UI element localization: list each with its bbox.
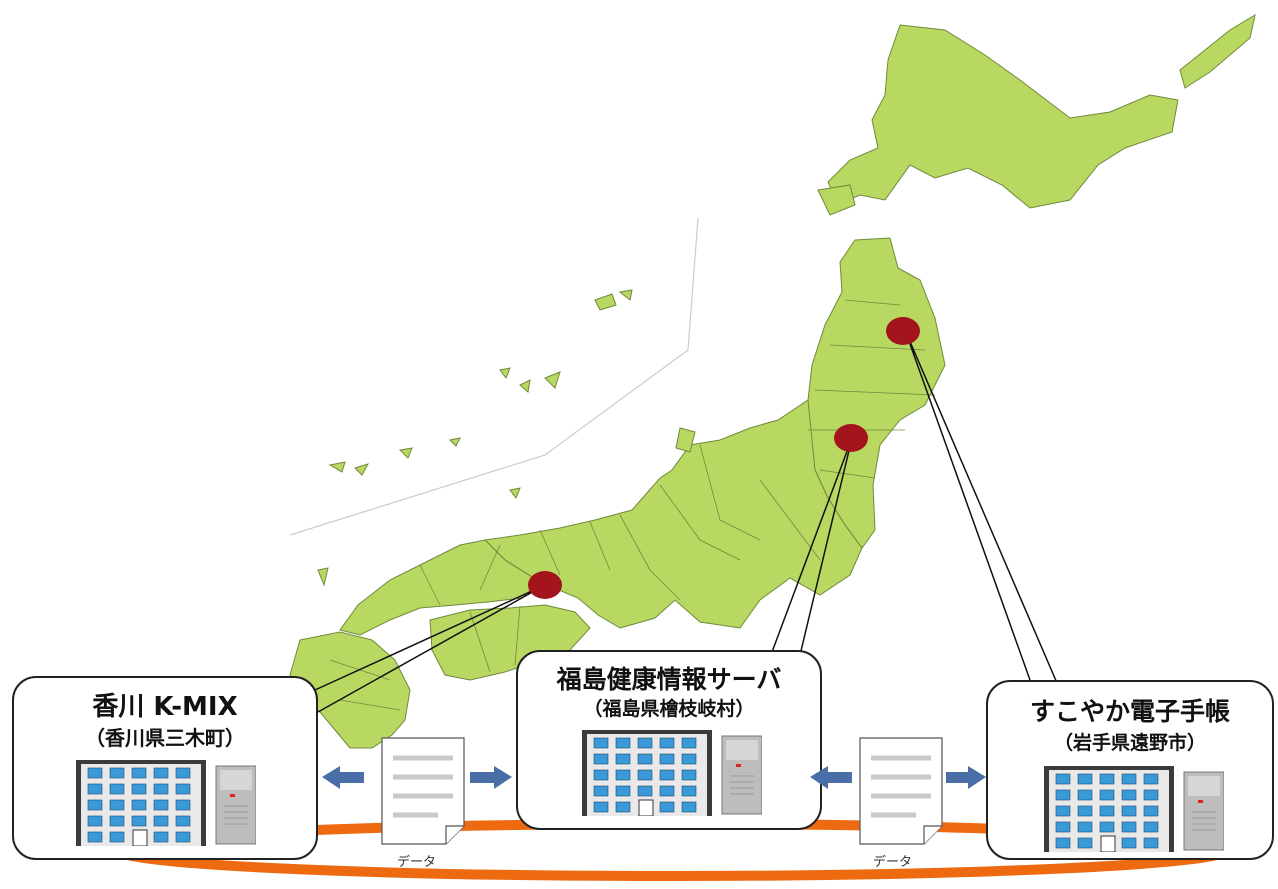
marker-iwate (886, 317, 920, 345)
tohoku (799, 237, 946, 549)
node-iwate-location: （岩手県遠野市） (1053, 732, 1206, 754)
building-icon (1044, 766, 1224, 852)
node-fukushima: 福島健康情報サーバ （福島県檜枝岐村） (516, 650, 822, 830)
marker-kagawa (528, 571, 562, 599)
document-icon (381, 737, 465, 845)
landmass (289, 13, 1256, 749)
node-kagawa-location: （香川県三木町） (85, 726, 245, 750)
document-label: データ (873, 855, 913, 870)
okinawa-boundary-line (289, 217, 699, 536)
node-iwate: すこやか電子手帳 （岩手県遠野市） (986, 680, 1274, 860)
node-iwate-name: すこやか電子手帳 (1029, 697, 1230, 726)
node-fukushima-location: （福島県檜枝岐村） (583, 698, 755, 720)
node-kagawa: 香川 K-MIX （香川県三木町） (12, 676, 318, 860)
honshu-central (483, 399, 863, 629)
node-fukushima-name: 福島健康情報サーバ (556, 665, 782, 694)
arrow-left-icon (810, 766, 852, 789)
document-label: データ (397, 855, 437, 870)
arrow-right-icon (946, 766, 986, 789)
transfer-arrows (322, 766, 986, 789)
location-markers (528, 317, 920, 599)
building-icon (582, 730, 762, 816)
node-kagawa-name: 香川 K-MIX (92, 692, 238, 722)
document-icon (859, 737, 943, 845)
hokkaido (827, 24, 1179, 209)
building-icon (76, 760, 256, 846)
arrow-right-icon (470, 766, 512, 789)
arrow-left-icon (322, 766, 364, 789)
marker-fukushima (834, 424, 868, 452)
